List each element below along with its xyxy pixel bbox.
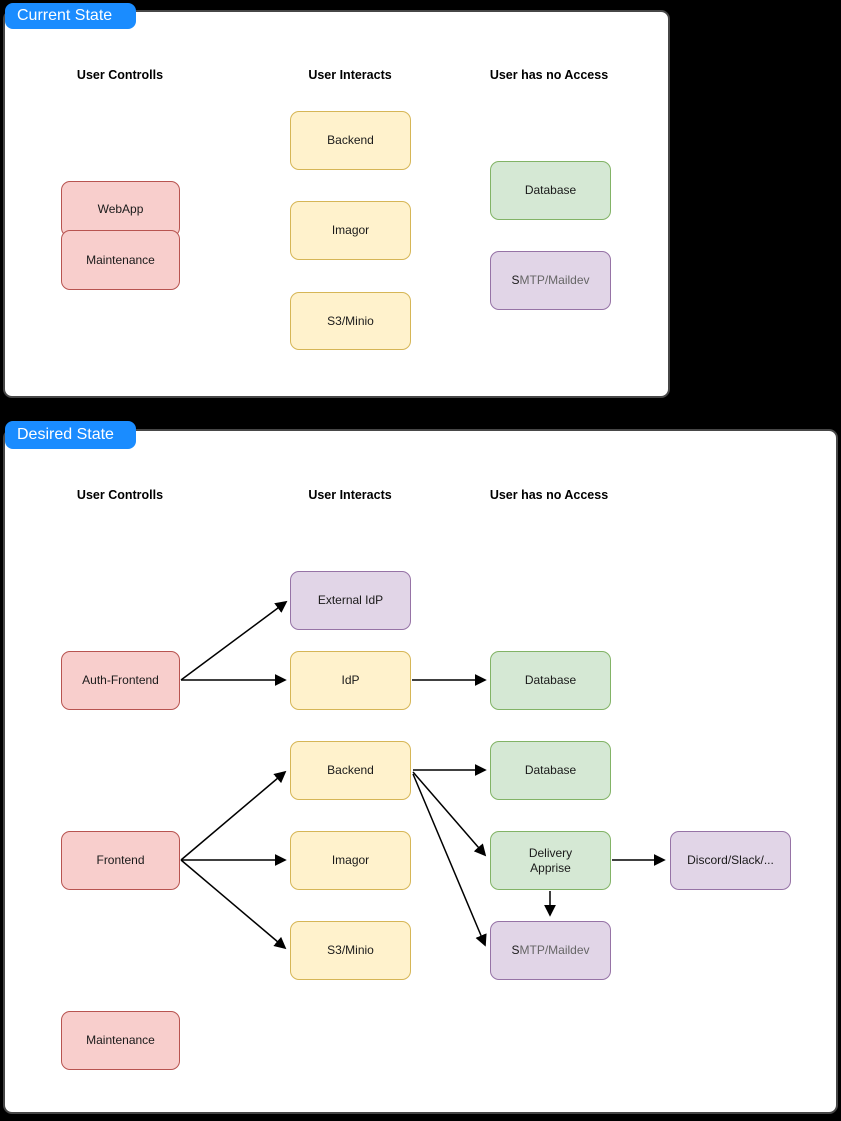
node-ds-external-idp: External IdP [290, 571, 411, 630]
node-cs-maintenance: Maintenance [61, 230, 180, 290]
column-header: User has no Access [489, 68, 609, 82]
node-label: Maintenance [86, 252, 155, 267]
node-ds-maintenance: Maintenance [61, 1011, 180, 1070]
node-cs-database: Database [490, 161, 611, 220]
node-ds-s3-minio: S3/Minio [290, 921, 411, 980]
node-label: External IdP [317, 593, 384, 607]
panel-tab-current-state: Current State [5, 3, 136, 29]
node-ds-database-1: Database [490, 651, 611, 710]
node-label: Discord/Slack/... [687, 853, 774, 867]
node-label: Auth-Frontend [82, 673, 159, 687]
node-label: Backend [327, 763, 374, 777]
panel-desired-state [3, 429, 838, 1114]
node-label: Imagor [331, 223, 370, 237]
node-ds-frontend: Frontend [61, 831, 180, 890]
node-label: Database [524, 763, 577, 777]
panel-tab-desired-state: Desired State [5, 421, 136, 449]
node-ds-discord-slack: Discord/Slack/... [670, 831, 791, 890]
node-label: Delivery Apprise [528, 845, 573, 875]
node-ds-idp: IdP [290, 651, 411, 710]
node-label: Backend [327, 133, 374, 147]
node-label: S [511, 273, 520, 287]
node-label: S3/Minio [327, 313, 374, 328]
node-ds-auth-frontend: Auth-Frontend [61, 651, 180, 710]
node-label: WebApp [97, 201, 144, 216]
node-label: Database [524, 183, 577, 197]
node-label: Frontend [96, 853, 145, 867]
node-label: IdP [341, 673, 360, 687]
node-ds-backend: Backend [290, 741, 411, 800]
node-ds-imagor: Imagor [290, 831, 411, 890]
column-header: User Interacts [308, 488, 392, 502]
node-ds-database-2: Database [490, 741, 611, 800]
column-header: User Controlls [76, 68, 164, 82]
node-cs-s3-minio: S3/Minio [290, 292, 411, 350]
column-header: User Controlls [76, 488, 164, 502]
column-header: User has no Access [489, 488, 609, 502]
node-label: S3/Minio [327, 943, 374, 957]
node-label: Database [524, 673, 577, 687]
node-cs-backend: Backend [290, 111, 411, 170]
node-ds-delivery-apprise: Delivery Apprise [490, 831, 611, 890]
node-label: Imagor [331, 853, 370, 867]
node-cs-webapp: WebApp [61, 181, 180, 237]
node-label: S [511, 943, 520, 957]
node-label: MTP/Maildev [519, 273, 590, 287]
node-cs-imagor: Imagor [290, 201, 411, 260]
column-header: User Interacts [308, 68, 392, 82]
node-label: Maintenance [86, 1033, 155, 1047]
node-label: MTP/Maildev [519, 943, 590, 957]
